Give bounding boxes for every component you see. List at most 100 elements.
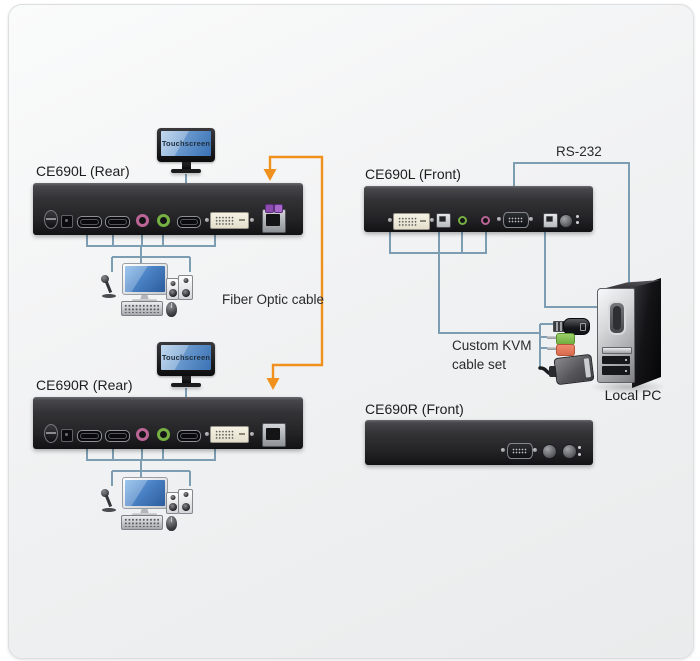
station-label-ce690r-front: CE690R (Front): [365, 401, 464, 417]
dvi-blade: [239, 433, 245, 435]
screw: [430, 218, 434, 222]
screw: [501, 448, 505, 452]
usb-port: [105, 430, 130, 442]
audio-plug-pink-icon: [556, 344, 575, 356]
pushbutton: [542, 444, 557, 459]
screw: [205, 432, 209, 436]
pc-power-button: [608, 301, 626, 335]
serial-port: [503, 212, 529, 228]
kvm-cable-annotation-line1: Custom KVM: [452, 338, 532, 353]
fiber-plug: [274, 204, 283, 213]
microphone-icon: [100, 275, 120, 299]
mouse-icon: [166, 516, 177, 531]
dvi-blade: [420, 220, 426, 222]
touchscreen-label: Touchscreen: [161, 139, 211, 148]
grounding-terminal: [44, 424, 58, 443]
tweeter: [170, 495, 175, 500]
screw: [250, 432, 254, 436]
tweeter: [170, 281, 175, 286]
monitor-base: [171, 383, 201, 387]
pc-side-panel: [632, 278, 661, 388]
speaker-jack: [458, 216, 467, 225]
mic-head: [101, 489, 109, 497]
pushbutton: [559, 214, 573, 228]
monitor-icon: [122, 477, 168, 509]
pc-optical-drive: [602, 347, 632, 354]
monitor-icon: [122, 263, 168, 295]
fiber-plug: [265, 204, 274, 213]
keyboard-icon: [121, 301, 163, 316]
mouse-icon: [166, 302, 177, 317]
touchscreen-monitor-icon: Touchscreen: [157, 342, 215, 387]
monitor-base: [132, 513, 157, 516]
kvm-cable-annotation-line2: cable set: [452, 357, 507, 372]
pc-led: [625, 369, 627, 372]
dvi-port: [210, 212, 249, 229]
mic-stem: [104, 280, 113, 294]
mic-base: [102, 294, 116, 298]
power-jack: [61, 429, 73, 442]
monitor-neck: [140, 509, 149, 514]
usb-port: [77, 216, 102, 228]
audio-plug-pink-icon: [547, 347, 557, 350]
monitor-base: [171, 169, 201, 173]
ce690r-front-device: [365, 420, 593, 465]
grounding-terminal: [44, 210, 58, 229]
mic-base: [102, 508, 116, 512]
keyboard-icon: [121, 515, 163, 530]
speakers-icon: [178, 275, 193, 300]
serial-port: [507, 443, 533, 459]
usb-b-port: [543, 213, 558, 228]
monitor-neck: [181, 376, 191, 383]
ce690l-front-device: [364, 186, 593, 232]
mic-stem: [104, 494, 113, 508]
touchscreen-label: Touchscreen: [161, 353, 211, 362]
power-jack: [61, 215, 73, 228]
ce690r-rear-device: [33, 397, 303, 449]
monitor-screen: [125, 480, 165, 506]
pc-top-panel: [598, 280, 660, 291]
woofer: [168, 289, 177, 297]
station-label-ce690r-rear: CE690R (Rear): [36, 377, 133, 393]
mic-jack: [136, 214, 149, 227]
screw: [205, 218, 209, 222]
screw: [529, 217, 533, 221]
ce690l-rear-device: [33, 183, 303, 235]
fiber-port: [262, 204, 286, 233]
monitor-frame: Touchscreen: [157, 342, 215, 376]
pc-drive-bay: [602, 356, 630, 364]
dvi-blade: [239, 219, 245, 221]
led-indicator: [578, 453, 581, 456]
rs232-annotation: RS-232: [556, 144, 602, 159]
screw: [533, 448, 537, 452]
monitor-screen: Touchscreen: [161, 131, 211, 156]
led-indicator: [578, 446, 581, 449]
usb-port: [105, 216, 130, 228]
monitor-base: [132, 299, 157, 302]
dvi-port: [393, 213, 430, 230]
speaker-jack: [157, 428, 170, 441]
mic-head: [101, 275, 109, 283]
speaker-jack: [157, 214, 170, 227]
fiber-cable-annotation: Fiber Optic cable: [222, 292, 325, 307]
pc-front-panel: [597, 288, 635, 383]
tweeter: [183, 492, 188, 497]
monitor-screen: [125, 266, 165, 292]
monitor-frame: Touchscreen: [157, 128, 215, 162]
woofer: [181, 503, 190, 511]
usb-b-port: [436, 213, 451, 228]
pc-led: [625, 359, 627, 361]
led-indicator: [576, 215, 579, 218]
usb-connector-icon: [563, 318, 590, 335]
dvi-pins: [215, 430, 234, 439]
pc-shadow: [590, 380, 666, 394]
screw: [250, 218, 254, 222]
dvi-connector-icon: [549, 366, 559, 377]
station-label-local-pc: Local PC: [604, 387, 662, 403]
monitor-neck: [181, 162, 191, 169]
monitor-neck: [140, 295, 149, 300]
screw: [388, 218, 392, 222]
dvi-pins: [398, 217, 417, 226]
woofer: [168, 503, 177, 511]
